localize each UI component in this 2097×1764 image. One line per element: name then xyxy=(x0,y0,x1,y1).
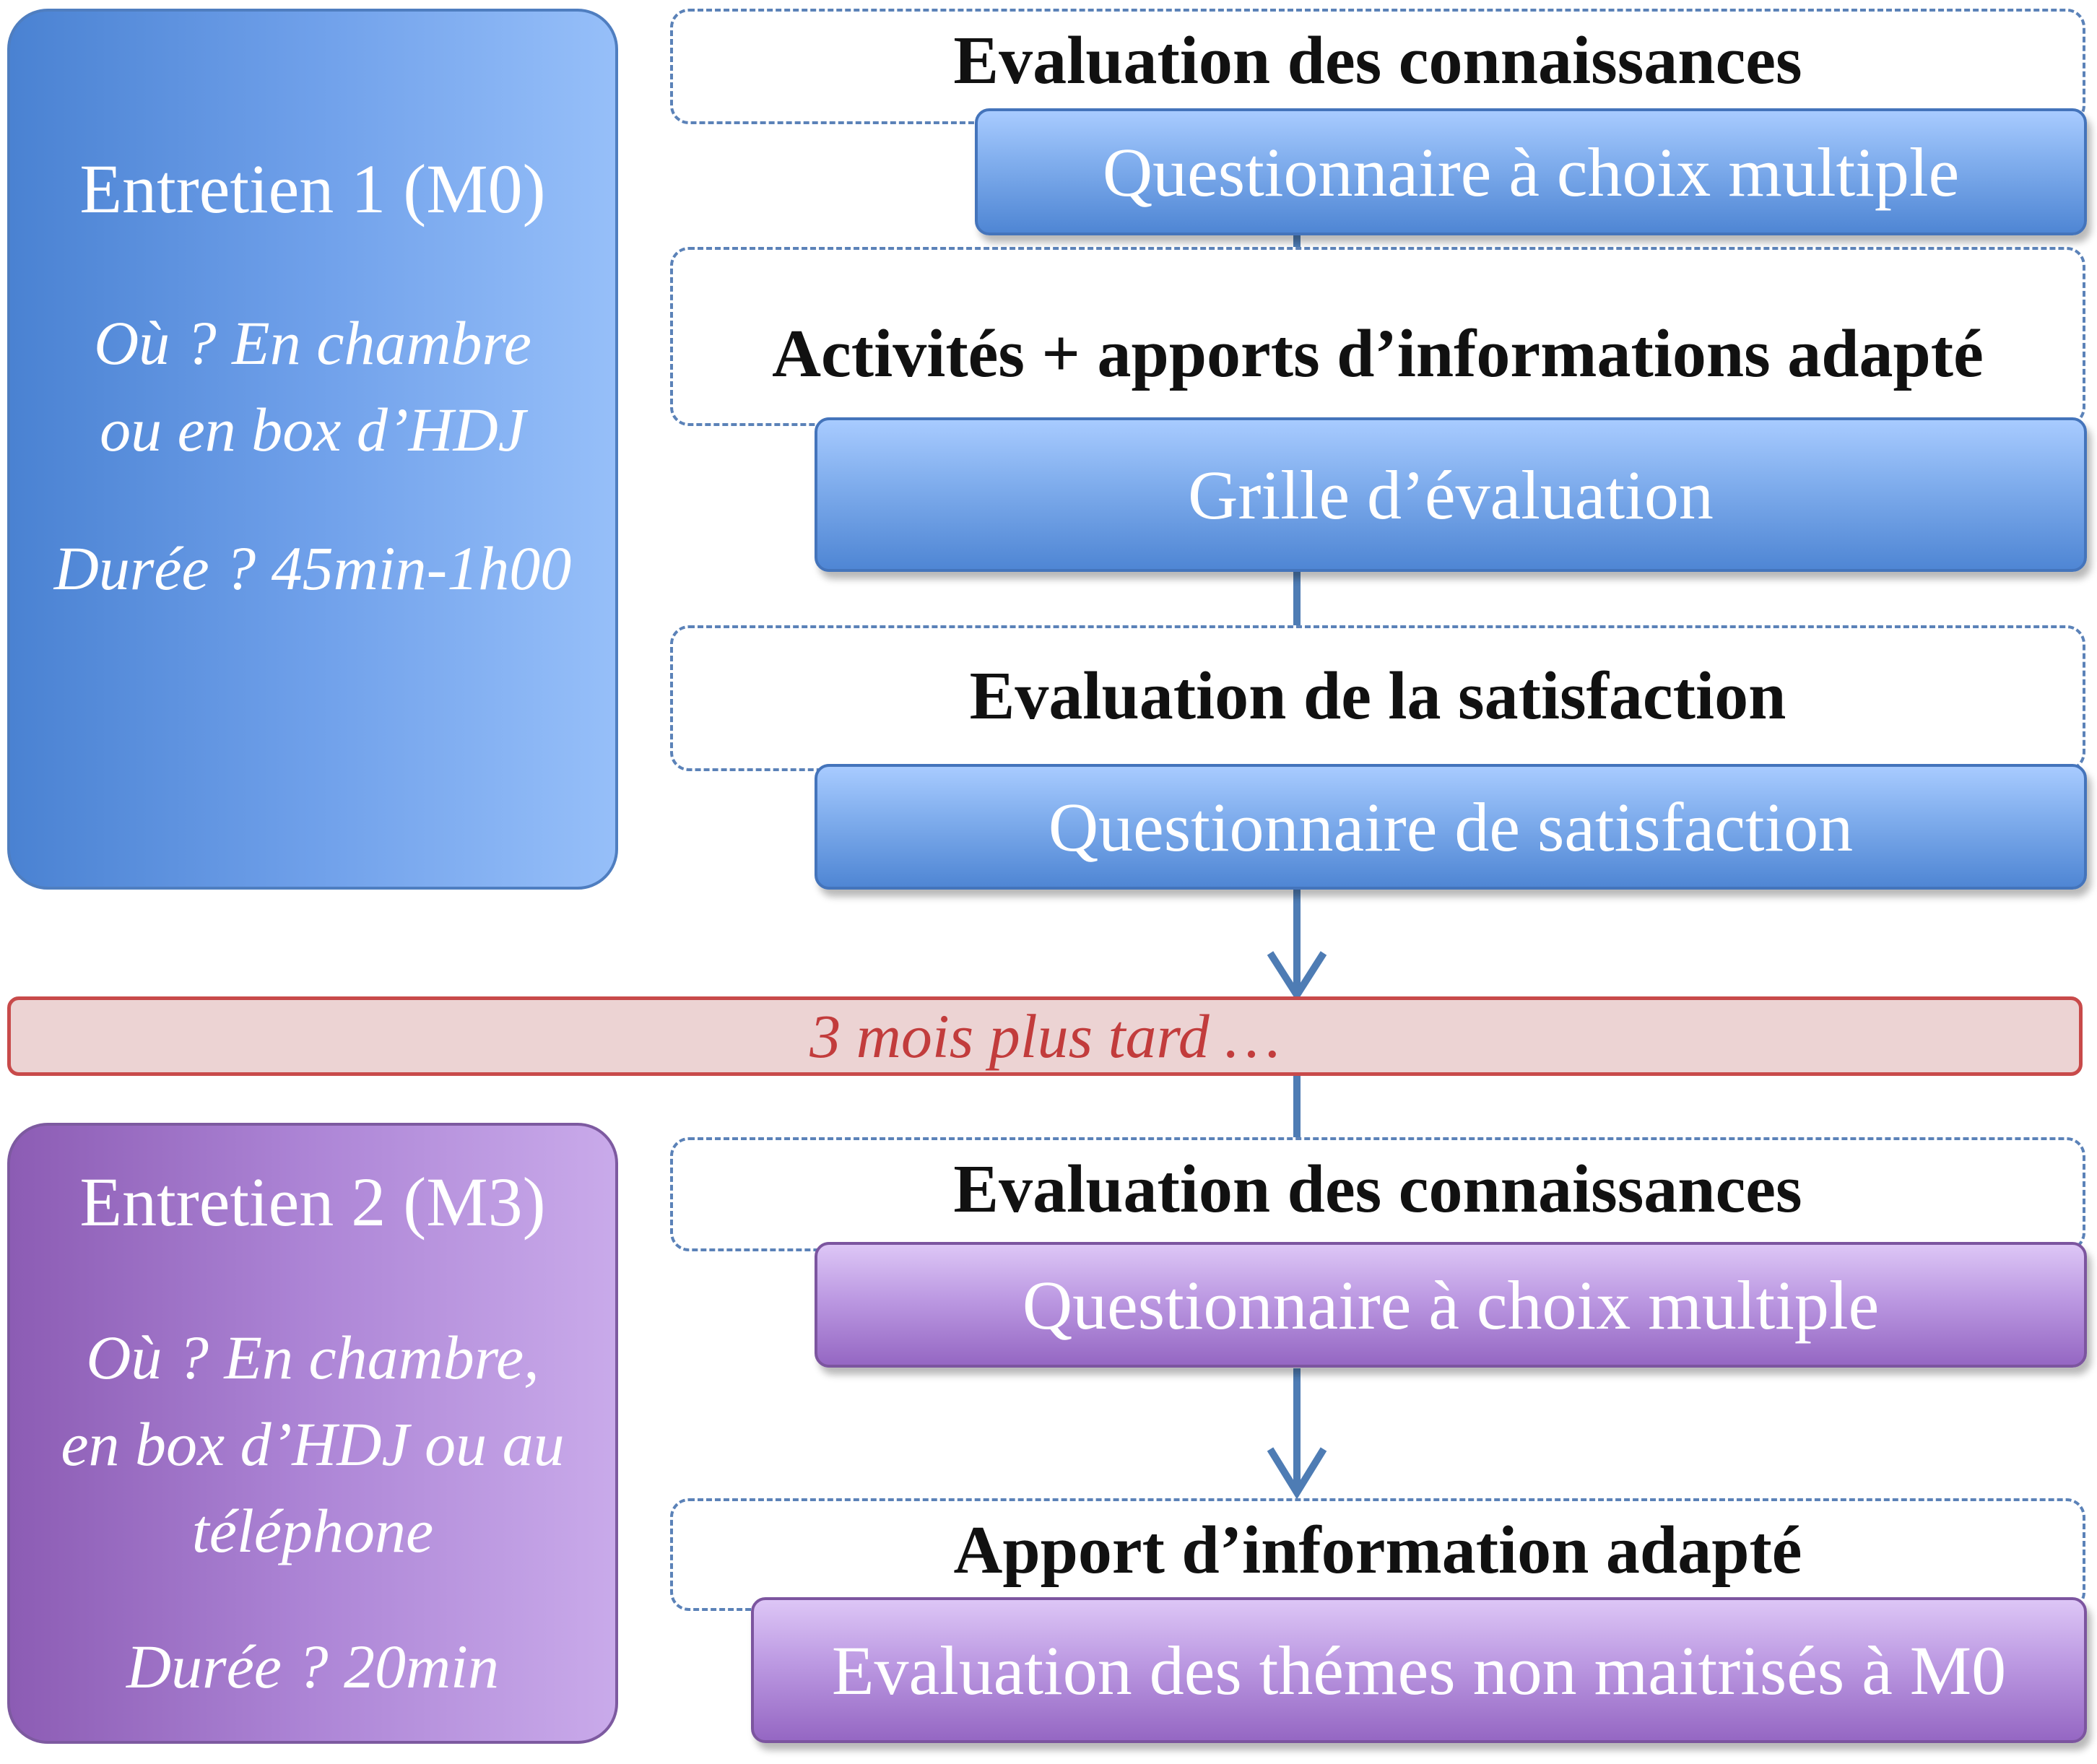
session-1-location-line-1: Où ? En chambre xyxy=(94,308,531,378)
timeline-label: 3 mois plus tard … xyxy=(809,1002,1280,1071)
session-2-location-line-2: en box d’HDJ ou au xyxy=(61,1409,565,1479)
session-1-panel: Entretien 1 (M0) Où ? En chambre ou en b… xyxy=(7,9,618,890)
connector-line xyxy=(1293,1076,1301,1137)
session-1-title: Entretien 1 (M0) xyxy=(79,150,546,227)
session-2-duration: Durée ? 20min xyxy=(126,1632,499,1701)
session-2-panel: Entretien 2 (M3) Où ? En chambre, en box… xyxy=(7,1123,618,1744)
step-heading-information: Apport d’information adapté xyxy=(670,1498,2085,1611)
arrow-down-icon xyxy=(1267,1368,1327,1498)
session-1-location-line-2: ou en box d’HDJ xyxy=(100,395,526,464)
session-2-location-line-1: Où ? En chambre, xyxy=(86,1323,539,1392)
tool-satisfaction-questionnaire: Questionnaire de satisfaction xyxy=(815,764,2087,890)
session-2-title: Entretien 2 (M3) xyxy=(79,1163,546,1241)
session-2-location-line-3: téléphone xyxy=(191,1496,434,1565)
tool-mcq: Questionnaire à choix multiple xyxy=(975,108,2087,235)
step-heading-satisfaction: Evaluation de la satisfaction xyxy=(670,625,2085,771)
tool-evaluation-grid: Grille d’évaluation xyxy=(815,417,2087,572)
tool-mcq-m3: Questionnaire à choix multiple xyxy=(815,1242,2087,1368)
tool-unmastered-topics-evaluation: Evaluation des thémes non maitrisés à M0 xyxy=(751,1597,2087,1743)
timeline-separator: 3 mois plus tard … xyxy=(7,996,2083,1076)
step-heading-knowledge-evaluation: Evaluation des connaissances xyxy=(670,9,2085,124)
session-1-duration: Durée ? 45min-1h00 xyxy=(53,534,572,603)
step-heading-activities: Activités + apports d’informations adapt… xyxy=(670,247,2085,426)
step-heading-knowledge-evaluation-m3: Evaluation des connaissances xyxy=(670,1137,2085,1251)
arrow-down-icon xyxy=(1267,888,1327,1001)
connector-line xyxy=(1293,570,1301,628)
